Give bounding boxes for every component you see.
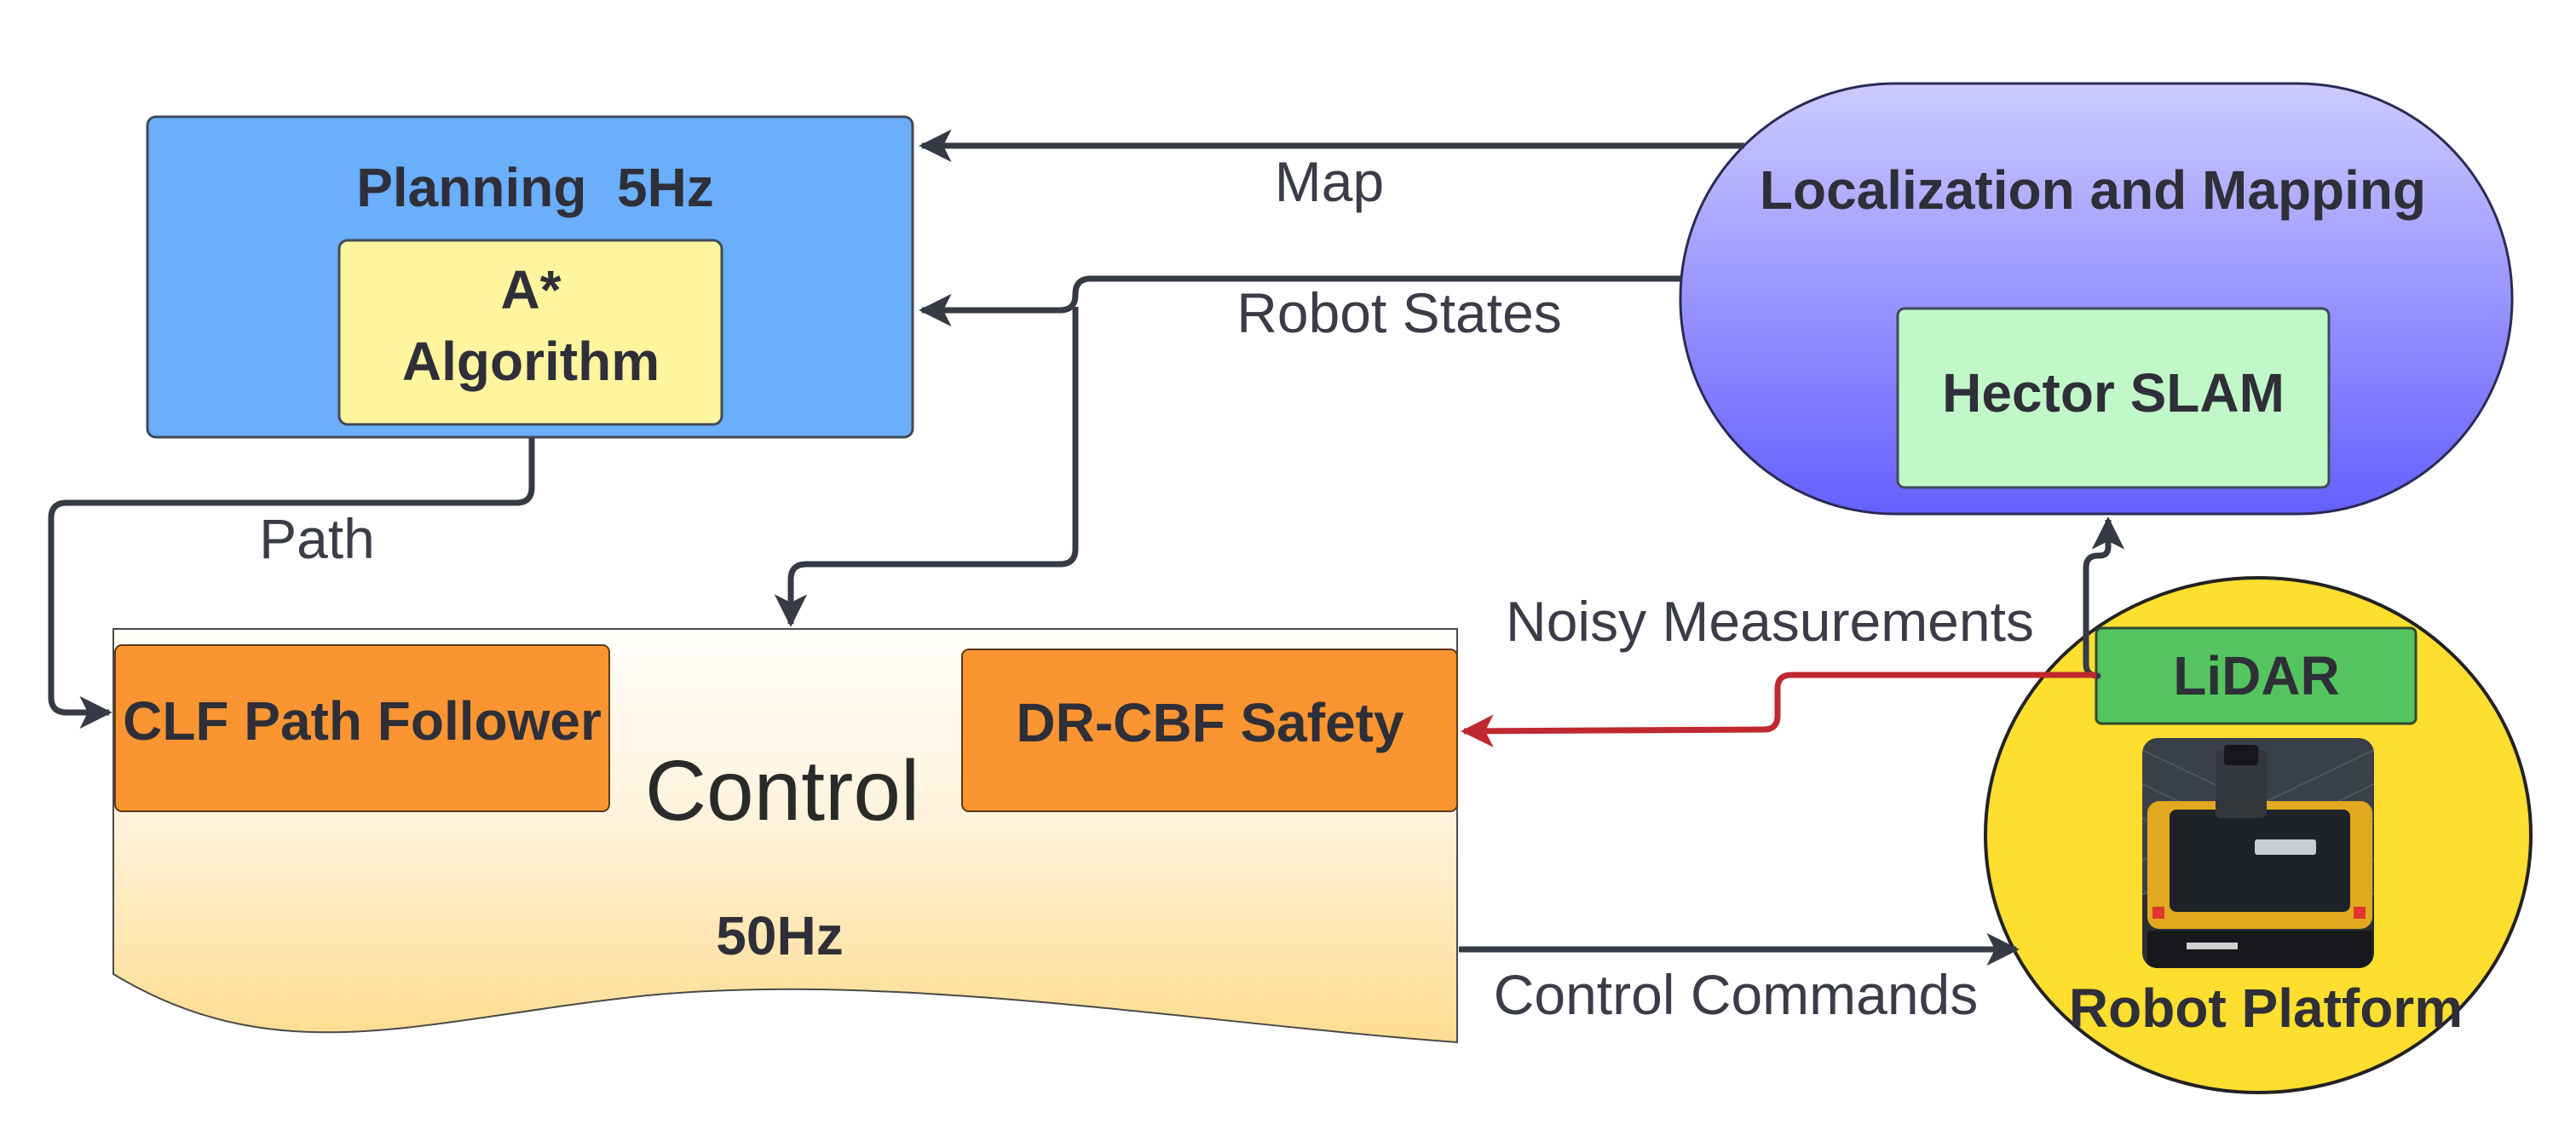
- hector-slam-box: Hector SLAM: [1896, 307, 2331, 489]
- control-block: CLF Path Follower DR-CBF Safety Control …: [112, 628, 1458, 1044]
- robot-photo: [2142, 738, 2374, 968]
- planning-block: Planning 5Hz A* Algorithm: [146, 115, 914, 439]
- hector-slam-label: Hector SLAM: [1942, 362, 2285, 424]
- localization-title: Localization and Mapping: [1760, 159, 2426, 221]
- path-arrow: [48, 438, 535, 729]
- path-label: Path: [259, 507, 375, 570]
- dr-cbf-safety-label: DR-CBF Safety: [1016, 692, 1404, 753]
- lidar-label: LiDAR: [2173, 645, 2340, 706]
- dr-cbf-safety-box: DR-CBF Safety: [961, 649, 1458, 812]
- robot-platform-block: LiDAR Robot Platform: [1984, 576, 2533, 1094]
- clf-path-follower-box: CLF Path Follower: [114, 644, 610, 812]
- robot-states-arrow-to-control: [774, 307, 1079, 627]
- control-commands-label: Control Commands: [1494, 963, 1979, 1026]
- astar-box: A* Algorithm: [337, 239, 723, 426]
- control-title: Control: [645, 743, 919, 839]
- noisy-measurements-label: Noisy Measurements: [1506, 590, 2034, 653]
- map-label: Map: [1275, 150, 1384, 213]
- robot-states-label: Robot States: [1236, 281, 1562, 344]
- astar-label-line2: Algorithm: [402, 331, 660, 392]
- clf-path-follower-label: CLF Path Follower: [123, 690, 602, 752]
- astar-label-line1: A*: [500, 259, 561, 320]
- planning-title: Planning 5Hz: [356, 157, 714, 218]
- localization-block: Localization and Mapping Hector SLAM: [1679, 82, 2514, 516]
- robot-platform-label: Robot Platform: [2069, 977, 2463, 1039]
- lidar-box: LiDAR: [2095, 626, 2418, 725]
- noisy-measurements-arrow: [1461, 672, 2096, 748]
- control-rate: 50Hz: [716, 905, 843, 966]
- robot-states-arrow-to-planning: [919, 275, 1680, 327]
